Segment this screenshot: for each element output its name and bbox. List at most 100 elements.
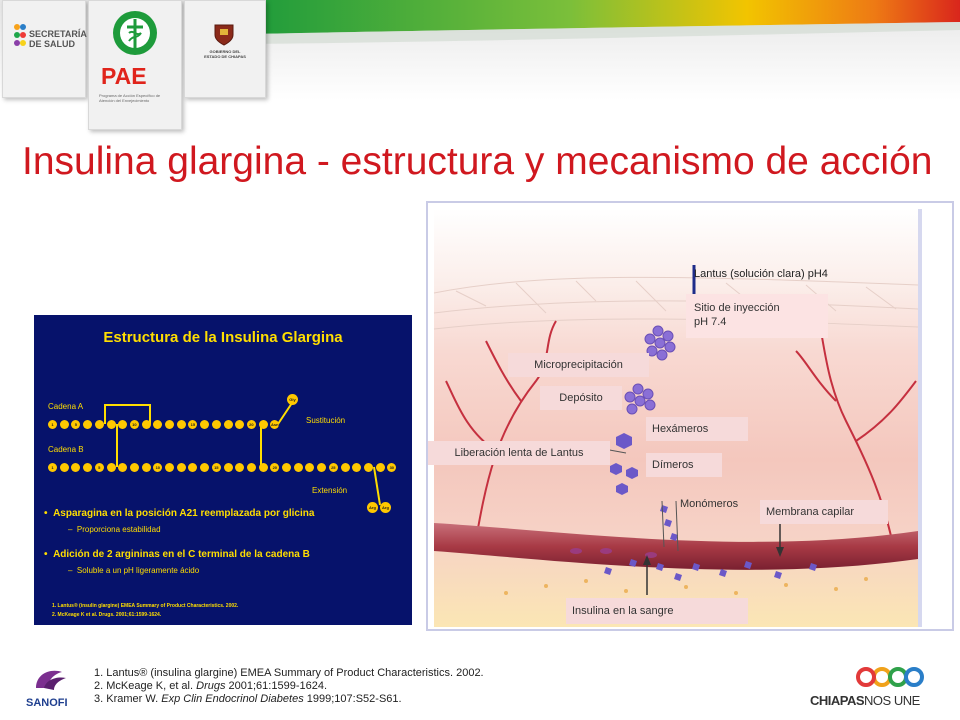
sanofi-bird-icon xyxy=(36,670,66,690)
chain-b-residue xyxy=(176,463,186,472)
chain-a-label: Cadena A xyxy=(48,402,84,411)
mechanism-illustration xyxy=(426,201,954,631)
reference-2-detail: 2001;61:1599-1624. xyxy=(225,680,328,692)
arg-residue-1: Arg xyxy=(367,502,378,513)
nos-une-wordmark: NOS UNE xyxy=(864,693,920,708)
chain-b-residue xyxy=(363,463,373,472)
header: SECRETARÍA DE SALUD PAE Programa de Acci… xyxy=(0,0,960,135)
chain-b-residue xyxy=(246,463,256,472)
label-injection-site-2: pH 7.4 xyxy=(694,316,727,328)
structure-panel-title: Estructura de la Insulina Glargina xyxy=(103,329,343,346)
chain-a-residue xyxy=(153,420,163,429)
chain-a-residue: 5 xyxy=(71,420,81,429)
secretaria-dots-icon xyxy=(14,24,26,46)
depot-cluster xyxy=(624,383,656,415)
chain-b-residue xyxy=(258,463,268,472)
pae-logo: PAE Programa de Acción Específico de Ate… xyxy=(88,0,182,130)
chain-a-residue xyxy=(94,420,104,429)
secretaria-salud-logo: SECRETARÍA DE SALUD xyxy=(2,0,87,98)
chain-b-label: Cadena B xyxy=(48,445,84,454)
chain-a-residue xyxy=(235,420,245,429)
chain-a-residue xyxy=(223,420,233,429)
chain-a-residue xyxy=(59,420,69,429)
reference-3-author: 3. Kramer W. xyxy=(94,693,162,705)
chiapas-rings-icon xyxy=(856,667,924,687)
chain-b-residue xyxy=(340,463,350,472)
sub-bullet-1: – Proporciona estabilidad xyxy=(68,525,161,534)
chain-b-residue xyxy=(129,463,139,472)
reference-2-author: 2. McKeage K, et al. xyxy=(94,680,197,692)
gly-residue: Gly xyxy=(287,394,298,405)
chain-b-residue xyxy=(106,463,116,472)
arg-residue-2: Arg xyxy=(380,502,391,513)
chain-a-residue xyxy=(211,420,221,429)
label-lantus: Lantus (solución clara) pH4 xyxy=(694,268,828,280)
chain-a-residue xyxy=(83,420,93,429)
chiapas-nos-une-logo: CHIAPASNOS UNE xyxy=(810,666,930,708)
secretaria-text-1: SECRETARÍA xyxy=(29,29,87,39)
chain-b-residue: 5 xyxy=(94,463,104,472)
label-monomers: Monómeros xyxy=(680,498,739,510)
sub-bullet-2-text: Soluble a un pH ligeramente ácido xyxy=(76,566,200,575)
sanofi-wordmark: SANOFI xyxy=(26,697,68,709)
chain-b-residue xyxy=(375,463,385,472)
chain-a-residue: 15 xyxy=(188,420,198,429)
chain-a-residue: 20 xyxy=(246,420,256,429)
bullet-1: • Asparagina en la posición A21 reemplaz… xyxy=(44,508,315,519)
label-injection-site: Sitio de inyección pH 7.4 xyxy=(686,294,828,338)
chain-a-residue: Asn xyxy=(270,420,280,429)
structure-panel: Estructura de la Insulina Glargina Caden… xyxy=(34,315,412,625)
panel-reference-2: 2. McKeage K et al. Drugs. 2001;61:1599-… xyxy=(52,612,162,618)
chain-b-residue: 1 xyxy=(48,463,57,472)
references: 1. Lantus® (insulina glargine) EMEA Summ… xyxy=(94,667,484,706)
chain-b-residue xyxy=(141,463,151,472)
chain-a-residue xyxy=(118,420,128,429)
reference-3-journal: Exp Clin Endocrinol Diabetes xyxy=(161,693,304,705)
microprecipitate-cluster xyxy=(644,325,676,361)
extension-label: Extensión xyxy=(312,486,348,495)
chain-b-residue xyxy=(352,463,362,472)
chain-a-residue xyxy=(165,420,174,429)
label-microprecipitation: Microprecipitación xyxy=(508,353,649,377)
chain-b-residue xyxy=(118,463,128,472)
pae-tagline: Programa de Acción Específico de Atenció… xyxy=(99,93,161,103)
medical-emblem-icon xyxy=(113,11,157,55)
chain-b-residue xyxy=(235,463,245,472)
chain-b-residue xyxy=(188,463,198,472)
chain-a-residue xyxy=(258,420,268,429)
disulfide-bridges xyxy=(104,402,381,506)
label-slow-release: Liberación lenta de Lantus xyxy=(428,441,610,465)
gobierno-text-1: GOBIERNO DEL xyxy=(209,49,241,54)
chain-b-residue xyxy=(83,463,93,472)
chain-b-residue: 25 xyxy=(328,463,338,472)
chain-b-residue xyxy=(282,463,291,472)
chain-b-residue xyxy=(200,463,210,472)
sub-bullet-2: – Soluble a un pH ligeramente ácido xyxy=(68,566,200,575)
chain-b-residue: 20 xyxy=(270,463,280,472)
label-hexamers: Hexámeros xyxy=(646,417,748,441)
blood-vessel xyxy=(434,523,918,570)
chiapas-wordmark: CHIAPAS xyxy=(810,693,865,708)
chain-b-residue: 30 xyxy=(387,463,397,472)
label-deposit: Depósito xyxy=(540,386,622,410)
reference-2-journal: Drugs xyxy=(196,680,226,692)
panel-reference-1: 1. Lantus® (insulin glargine) EMEA Summa… xyxy=(52,603,239,609)
label-capillary-membrane: Membrana capilar xyxy=(760,500,888,524)
chain-a-residue xyxy=(106,420,116,429)
sub-bullet-1-text: Proporciona estabilidad xyxy=(76,525,161,534)
chain-b-residue xyxy=(305,463,315,472)
bullet-2: • Adición de 2 argininas en el C termina… xyxy=(44,549,310,560)
reference-3-detail: 1999;107:S52-S61. xyxy=(303,693,402,705)
chain-a-residue xyxy=(141,420,151,429)
chain-b-residue xyxy=(317,463,327,472)
reference-1: 1. Lantus® (insulina glargine) EMEA Summ… xyxy=(94,667,484,679)
reference-3: 3. Kramer W. Exp Clin Endocrinol Diabete… xyxy=(94,693,484,706)
chain-a-residue: 1 xyxy=(48,420,57,429)
chain-a-residue: 10 xyxy=(129,420,139,429)
label-blood-insulin: Insulina en la sangre xyxy=(566,598,748,624)
substitution-label: Sustitución xyxy=(306,416,346,425)
chain-b-residue xyxy=(71,463,81,472)
label-injection-site-1: Sitio de inyección xyxy=(694,302,780,314)
reference-2: 2. McKeage K, et al. Drugs 2001;61:1599-… xyxy=(94,680,484,693)
secretaria-text-2: DE SALUD xyxy=(29,39,76,49)
